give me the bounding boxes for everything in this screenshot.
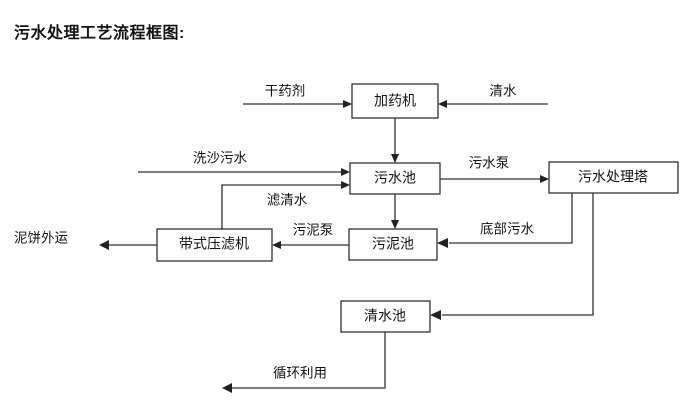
node-clean-water-pool[interactable] [340,300,431,333]
page-title: 污水处理工艺流程框图: [14,25,185,42]
node-wastewater-pool[interactable] [349,162,441,195]
node-label-sludge-pool: 污泥池 [372,236,414,252]
edge-label-recycle-reuse: 循环利用 [273,366,327,381]
node-label-clean-water-pool: 清水池 [364,308,406,324]
edge-label-filtered-water: 滤清水 [267,193,308,208]
node-sludge-pool[interactable] [348,228,438,261]
node-label-dosing-machine: 加药机 [374,93,416,109]
edge-label-bottom-wastewater: 底部污水 [480,222,534,237]
arrowhead-reuse [222,383,232,393]
arrowhead-sandwash [341,168,350,176]
edge-tower-to-clean-water-pool [442,193,594,316]
arrowhead-filtered-water [341,181,350,189]
edge-label-dry-chemical: 干药剂 [265,84,306,99]
node-label-treatment-tower: 污水处理塔 [578,169,648,185]
edge-label-sandwash: 洗沙污水 [193,151,247,166]
node-label-belt-filter-press: 带式压滤机 [179,236,249,252]
edge-clean-water-pool-to-reuse [230,332,386,389]
node-belt-filter-press[interactable] [156,228,273,262]
arrowhead-wastewater-pump [540,175,549,183]
arrowhead-wastewater-to-sludge [391,220,399,229]
arrowhead-sludge-pump [272,241,281,249]
arrowhead-bottom-wastewater [437,238,448,248]
terminal-label-mud-cake-out: 泥饼外运 [14,231,68,246]
arrowhead-clean-water [438,100,447,108]
arrowhead-tower-to-clean-water [430,310,441,320]
node-label-wastewater-pool: 污水池 [374,170,416,186]
arrowhead-dosing-to-wastewater-pool [391,154,399,163]
edge-label-sludge-pump: 污泥泵 [293,223,334,238]
node-treatment-tower[interactable] [548,161,679,194]
edge-filtered-water-to-wastewater-pool [221,184,344,229]
arrowhead-mud-cake-out [99,240,109,250]
node-dosing-machine[interactable] [351,83,439,119]
edge-bottom-wastewater-to-sludge-pool [449,193,573,244]
edge-label-wastewater-pump: 污水泵 [469,156,510,171]
edge-label-clean-water: 清水 [490,84,518,99]
arrowhead-dry-chemical [343,100,352,108]
